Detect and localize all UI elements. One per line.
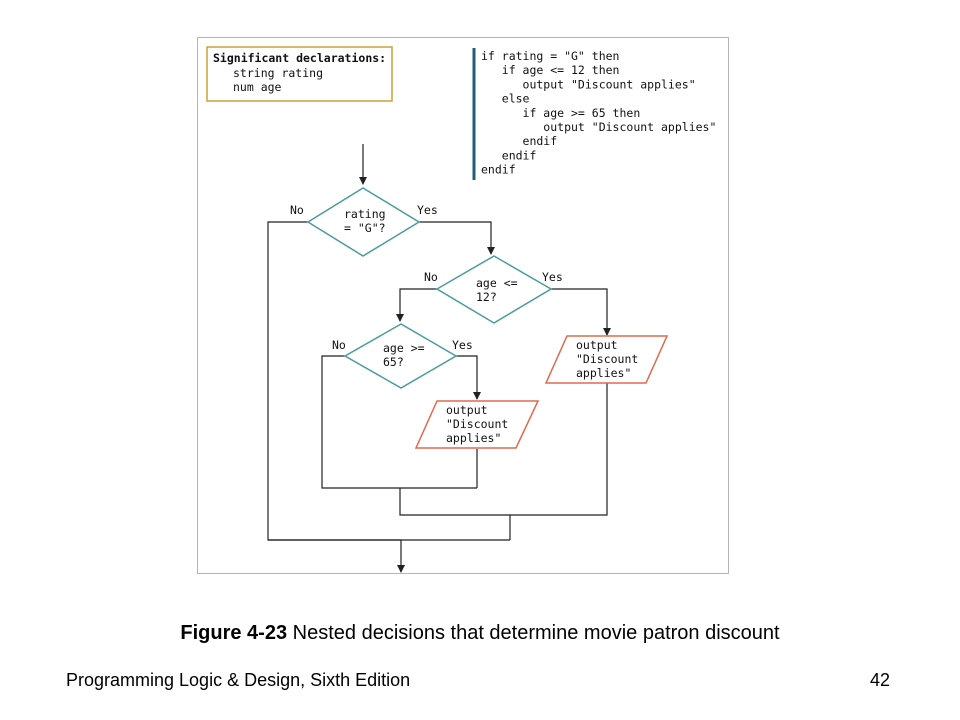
pseudocode-line: else — [481, 92, 530, 106]
rating-yes-line — [419, 221, 495, 255]
age65-yes-line — [456, 355, 481, 400]
pseudocode-line: if age >= 65 then — [481, 106, 640, 120]
declaration-line-1: string rating — [233, 66, 323, 80]
pseudocode-line: output "Discount applies" — [481, 120, 716, 134]
lower-output-parallelogram — [414, 400, 540, 449]
rating-decision-line-2: = "G"? — [344, 221, 386, 235]
age12-decision-line-2: 12? — [476, 290, 497, 304]
pseudocode-line: if age <= 12 then — [481, 63, 619, 77]
age12-decision-line-1: age <= — [476, 276, 518, 290]
pseudocode-block: if rating = "G" then if age <= 12 then o… — [481, 49, 716, 177]
lower-output-line-1: output — [446, 403, 488, 417]
figure-caption-label: Figure 4-23 — [180, 622, 288, 644]
pseudocode-line: endif — [481, 148, 536, 162]
pseudocode-line: if rating = "G" then — [481, 49, 619, 63]
age65-decision-line-1: age >= — [383, 341, 425, 355]
age65-decision-line-2: 65? — [383, 355, 404, 369]
lower-output-line-3: applies" — [446, 431, 501, 445]
age65-no-label: No — [332, 338, 346, 352]
inner-merge-line — [399, 488, 510, 516]
pseudocode-line: endif — [481, 134, 557, 148]
declarations-box — [206, 46, 393, 102]
footer-page-number: 42 — [870, 670, 891, 690]
footer-book-title: Programming Logic & Design, Sixth Editio… — [66, 670, 411, 690]
rating-yes-label: Yes — [417, 203, 438, 217]
age12-no-label: No — [424, 270, 438, 284]
pseudocode-line: output "Discount applies" — [481, 77, 696, 91]
right-output-line-2: "Discount — [576, 352, 638, 366]
lower-output-line-2: "Discount — [446, 417, 508, 431]
age65-decision — [343, 323, 458, 389]
age12-yes-line — [551, 288, 611, 336]
age12-yes-label: Yes — [542, 270, 563, 284]
figure-caption-text: Nested decisions that determine movie pa… — [287, 622, 780, 644]
rating-decision — [306, 187, 421, 257]
right-output-line-3: applies" — [576, 366, 631, 380]
age12-decision — [435, 255, 553, 324]
rating-decision-line-1: rating — [344, 207, 386, 221]
right-output-merge-line — [509, 383, 608, 540]
pseudocode-line: endif — [481, 163, 516, 177]
rating-no-line — [267, 221, 401, 541]
age12-no-line — [396, 288, 437, 322]
figure-frame: Significant declarations: string rating … — [197, 37, 729, 574]
right-output-parallelogram — [544, 335, 669, 384]
flowchart-diagram: Significant declarations: string rating … — [206, 46, 716, 573]
rating-no-label: No — [290, 203, 304, 217]
right-output-line-1: output — [576, 338, 618, 352]
figure-caption: Figure 4-23 Nested decisions that determ… — [0, 622, 960, 645]
declaration-line-2: num age — [233, 80, 282, 94]
age65-yes-label: Yes — [452, 338, 473, 352]
declarations-title: Significant declarations: — [213, 51, 386, 65]
